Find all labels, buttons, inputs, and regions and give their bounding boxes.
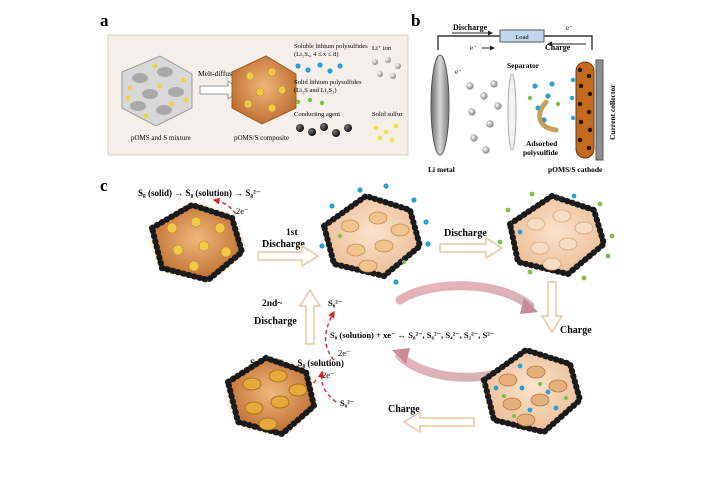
legend-li-ion-dots	[372, 57, 401, 79]
charge-label-b: Charge	[545, 43, 571, 52]
hexagon-5-solid-lps	[502, 382, 568, 418]
legend-conducting-dots	[296, 123, 352, 137]
mixture-sulfur	[125, 63, 189, 119]
legend-solid-lps-dots	[295, 97, 325, 106]
load-label: Load	[515, 34, 529, 41]
legend-li-ion: Li⁺ ion	[372, 45, 392, 52]
panel-b-solid-lps-dots	[527, 95, 561, 107]
arrow-discharge-left	[298, 288, 322, 345]
hexagon-2-solid-lps	[338, 234, 406, 264]
legend-soluble-formula: (Li₂Sₓ, 4 ≤ x ≤ 8)	[294, 51, 339, 58]
mixture-caption: pOMS and S mixture	[131, 134, 191, 142]
legend-solid-lps-formula: (Li₂S and Li₂S₂)	[294, 87, 337, 94]
panel-a: a pOMS and S mixture Melt-diffusion	[100, 11, 409, 156]
hexagon-5-pores	[498, 365, 568, 427]
hexagon-3-polysulfides	[517, 193, 577, 235]
li-metal-electrode	[430, 54, 450, 156]
hexagon-3-solid-lps	[497, 191, 615, 281]
hexagon-discharge-2	[497, 191, 615, 281]
pomss-cathode	[569, 61, 595, 159]
adsorbed-label: Adsorbed	[526, 139, 558, 148]
s8-mid: S₈²⁻	[328, 298, 342, 308]
hexagon-charging	[480, 346, 584, 436]
current-collector-label: Current collector	[608, 84, 617, 140]
composite-hexagon-small	[231, 55, 297, 125]
legend-soluble: Soluble lithium polysulfides	[294, 43, 368, 50]
mixture-pores	[130, 67, 184, 115]
hexagon-5-polysulfides	[493, 363, 559, 413]
legend-solid-sulfur-dots	[373, 123, 399, 143]
charge-right-label: Charge	[560, 325, 592, 336]
charge-bottom-label: Charge	[388, 404, 420, 415]
cathode-carbon-dots	[577, 67, 593, 151]
panel-c: c S₈ (solid) → S₈ (solution) → S₈²⁻ 2e⁻ …	[100, 176, 615, 438]
electron-right: e⁻	[566, 24, 573, 32]
adsorption-curved-arrow	[537, 99, 559, 133]
two-e-top: 2e⁻	[236, 206, 249, 216]
mixture-hexagon	[121, 55, 193, 127]
hexagon-pristine	[145, 200, 248, 284]
composite-caption: pOMS/S composite	[234, 134, 289, 142]
discharge-1-label: Discharge	[262, 239, 305, 250]
discharge-label-b: Discharge	[453, 23, 488, 32]
legend-polysulfide-dots	[295, 62, 343, 74]
reaction-bottom: S₈ (solid) ← S₈ (solution)	[250, 358, 344, 368]
panel-b: b Load Discharge e⁻ e⁻ Charge Li metal e…	[411, 11, 617, 174]
electron-left: e⁻	[470, 44, 477, 52]
reaction-top: S₈ (solid) → S₈ (solution) → S₈²⁻	[138, 188, 261, 198]
legend-solid-sulfur: Solid sulfur	[372, 111, 403, 118]
reaction-center: S₈ (solution) + xe⁻ ↔ S₈²⁻, S₆²⁻, S₄²⁻, …	[330, 330, 494, 340]
panel-b-polysulfide-dots	[532, 81, 555, 123]
hexagon-recharged	[222, 354, 320, 438]
legend-solid-lps: Solid lithium polysulfides	[294, 79, 362, 86]
hexagon-2-polysulfides	[319, 183, 431, 285]
composite-sulfur-clusters	[243, 67, 287, 113]
load-box	[499, 29, 545, 43]
separator	[507, 73, 517, 151]
panel-c-letter: c	[100, 176, 108, 195]
melt-diffusion-label: Melt-diffusion	[198, 69, 242, 78]
s8-bottom: S₈²⁻	[340, 398, 354, 408]
hexagon-2-pores	[340, 211, 410, 273]
hexagon-3-pores	[526, 209, 594, 271]
arrow-charge-right	[540, 281, 564, 334]
discharge-left-label: Discharge	[254, 316, 297, 327]
red-arrow-bottom-up	[317, 370, 337, 403]
panel-a-legend: Soluble lithium polysulfides (Li₂Sₓ, 4 ≤…	[294, 43, 403, 143]
hexagon-4-pores	[242, 369, 308, 431]
legend-conducting: Conducting agent	[294, 111, 340, 118]
hexagon-1-sulfur	[166, 216, 232, 272]
two-e-mid: 2e⁻	[338, 348, 351, 358]
discharge-2-label: Discharge	[444, 228, 487, 239]
cathode-label: pOMS/S cathode	[548, 165, 603, 174]
cathode-polysulfide-dots	[569, 77, 576, 121]
li-metal-label: Li metal	[428, 165, 455, 174]
li-ion-particles	[466, 80, 502, 154]
panel-b-letter: b	[411, 11, 420, 30]
arrow-discharge-2	[439, 236, 504, 260]
two-e-bottom: 2e⁻	[322, 370, 335, 380]
first-label: 1st	[286, 228, 298, 238]
polysulfide-label: polysulfide	[523, 148, 559, 157]
hexagon-discharge-1	[319, 183, 431, 285]
arrow-charge-bottom	[402, 410, 475, 434]
second-label: 2nd~	[262, 299, 282, 309]
electron-mid: e⁻	[455, 68, 462, 76]
red-arrow-top	[212, 197, 237, 215]
arrow-discharge-1	[257, 244, 320, 268]
current-collector	[595, 59, 604, 161]
separator-label: Separator	[507, 61, 540, 70]
panel-a-letter: a	[100, 11, 109, 30]
